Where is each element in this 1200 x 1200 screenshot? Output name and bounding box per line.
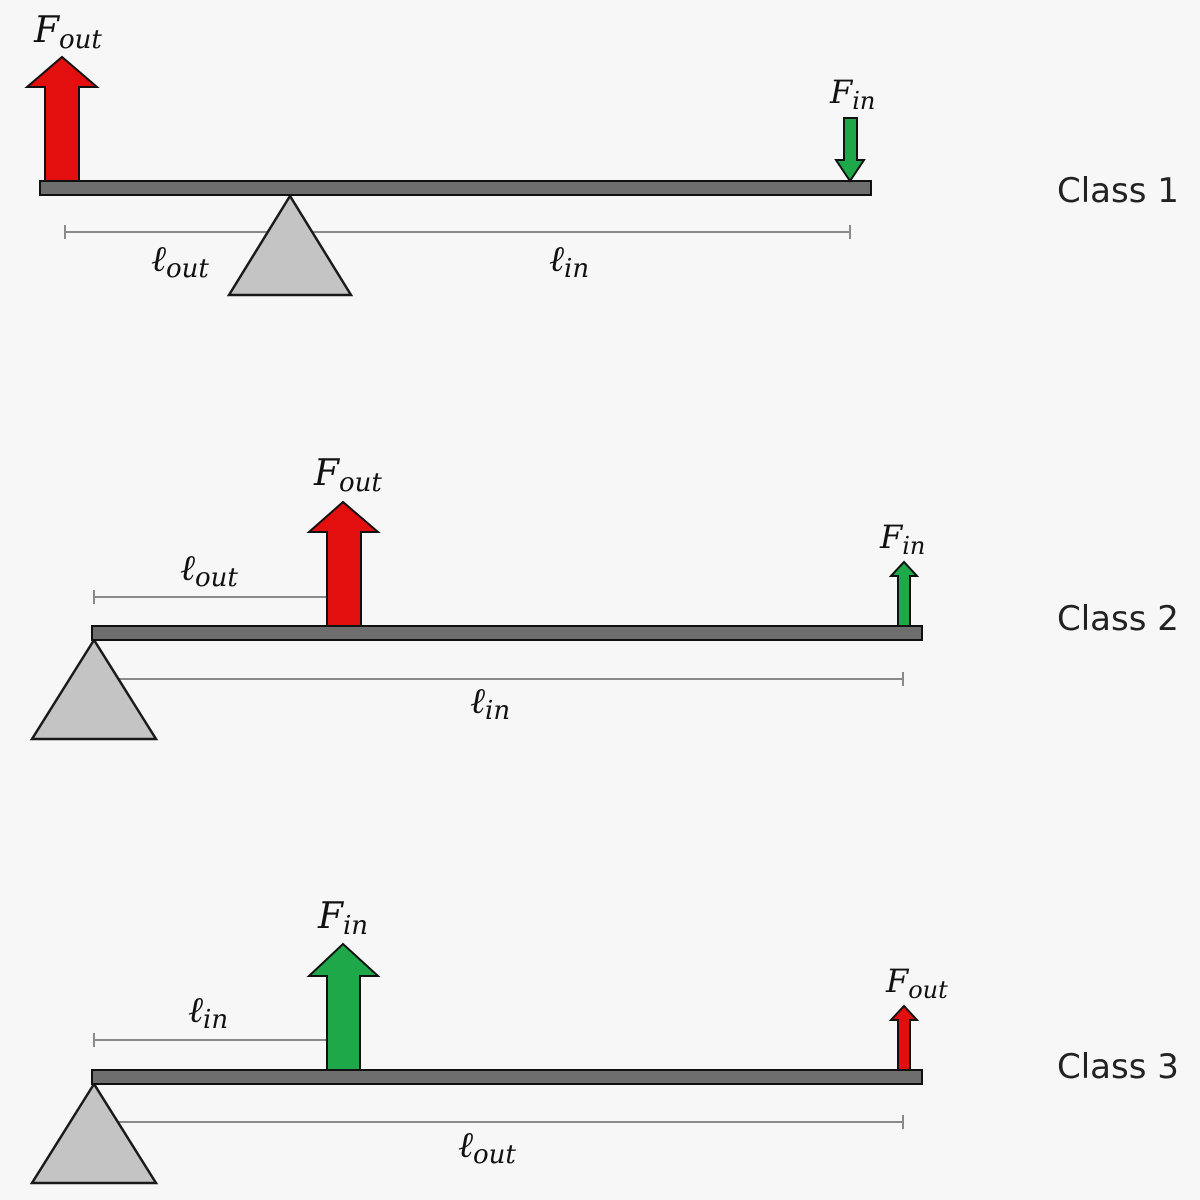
class-1-fin-label: Fin <box>829 73 875 115</box>
class-1-lout-label: ℓout <box>151 239 209 284</box>
class-2-lever: Fout Fin ℓout ℓin Class 2 <box>29 453 1179 741</box>
class-2-label: Class 2 <box>1057 599 1179 639</box>
class-3-lin-label: ℓin <box>188 990 228 1035</box>
class-2-input-force-arrow <box>888 560 920 627</box>
class-2-output-force-arrow <box>306 500 381 627</box>
class-3-fout-label: Fout <box>885 962 948 1004</box>
class-2-lout-label: ℓout <box>180 548 238 593</box>
class-3-input-force-arrow <box>306 942 381 1071</box>
class-3-beam <box>91 1069 923 1085</box>
class-1-output-force-arrow <box>24 55 100 182</box>
class-3-lout-label: ℓout <box>458 1125 516 1170</box>
class-3-fin-label: Fin <box>317 896 368 941</box>
class-2-fulcrum <box>29 637 159 741</box>
class-1-dimension-lines <box>64 225 851 239</box>
class-3-label: Class 3 <box>1057 1047 1179 1087</box>
class-1-lin-label: ℓin <box>549 239 589 284</box>
class-2-lin-label: ℓin <box>470 681 510 726</box>
class-1-fulcrum <box>226 193 354 297</box>
class-2-dimension-lines <box>93 590 904 686</box>
class-2-beam <box>91 625 923 641</box>
class-1-beam <box>39 180 872 196</box>
class-1-lever: Fout Fin ℓout ℓin Class 1 <box>24 10 1179 297</box>
class-1-label: Class 1 <box>1057 171 1179 211</box>
class-1-input-force-arrow <box>834 117 866 183</box>
class-2-fin-label: Fin <box>879 518 925 560</box>
class-2-fout-label: Fout <box>313 453 382 498</box>
class-3-output-force-arrow <box>888 1004 920 1071</box>
class-3-lever: Fin Fout ℓin ℓout Class 3 <box>29 896 1179 1185</box>
class-3-fulcrum <box>29 1081 159 1185</box>
class-1-fout-label: Fout <box>33 10 102 55</box>
